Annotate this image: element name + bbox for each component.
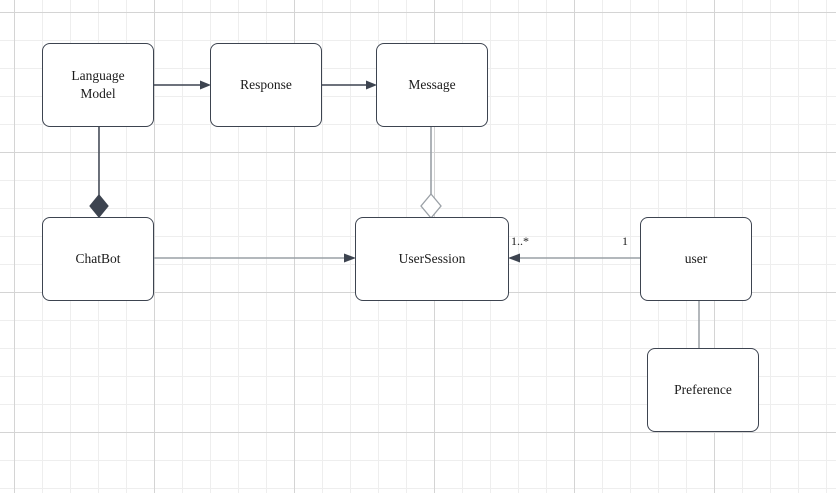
node-chatbot[interactable]: ChatBot [42, 217, 154, 301]
node-usersession[interactable]: UserSession [355, 217, 509, 301]
multiplicity-user-end: 1 [622, 234, 628, 248]
node-response-label: Response [240, 77, 292, 93]
node-user-label: user [684, 251, 708, 267]
node-chatbot-label: ChatBot [75, 251, 121, 267]
node-response[interactable]: Response [210, 43, 322, 127]
node-preference[interactable]: Preference [647, 348, 759, 432]
edge-language-model-to-chatbot [88, 127, 110, 219]
edge-response-to-message [322, 78, 378, 92]
multiplicity-usersession-end: 1..* [511, 234, 529, 248]
node-preference-label: Preference [674, 382, 732, 398]
edge-chatbot-to-usersession [154, 251, 358, 265]
node-language-model-label-line2: Model [80, 86, 116, 101]
node-message[interactable]: Message [376, 43, 488, 127]
edge-user-to-usersession [506, 251, 642, 265]
node-message-label: Message [408, 77, 456, 93]
edge-user-to-preference [692, 300, 706, 350]
node-user[interactable]: user [640, 217, 752, 301]
node-language-model-label-line1: Language [71, 68, 125, 84]
edge-message-to-usersession [420, 127, 442, 220]
node-language-model-label: Language Model [71, 67, 124, 103]
node-language-model[interactable]: Language Model [42, 43, 154, 127]
node-usersession-label: UserSession [398, 251, 466, 267]
edge-language-model-to-response [154, 78, 212, 92]
